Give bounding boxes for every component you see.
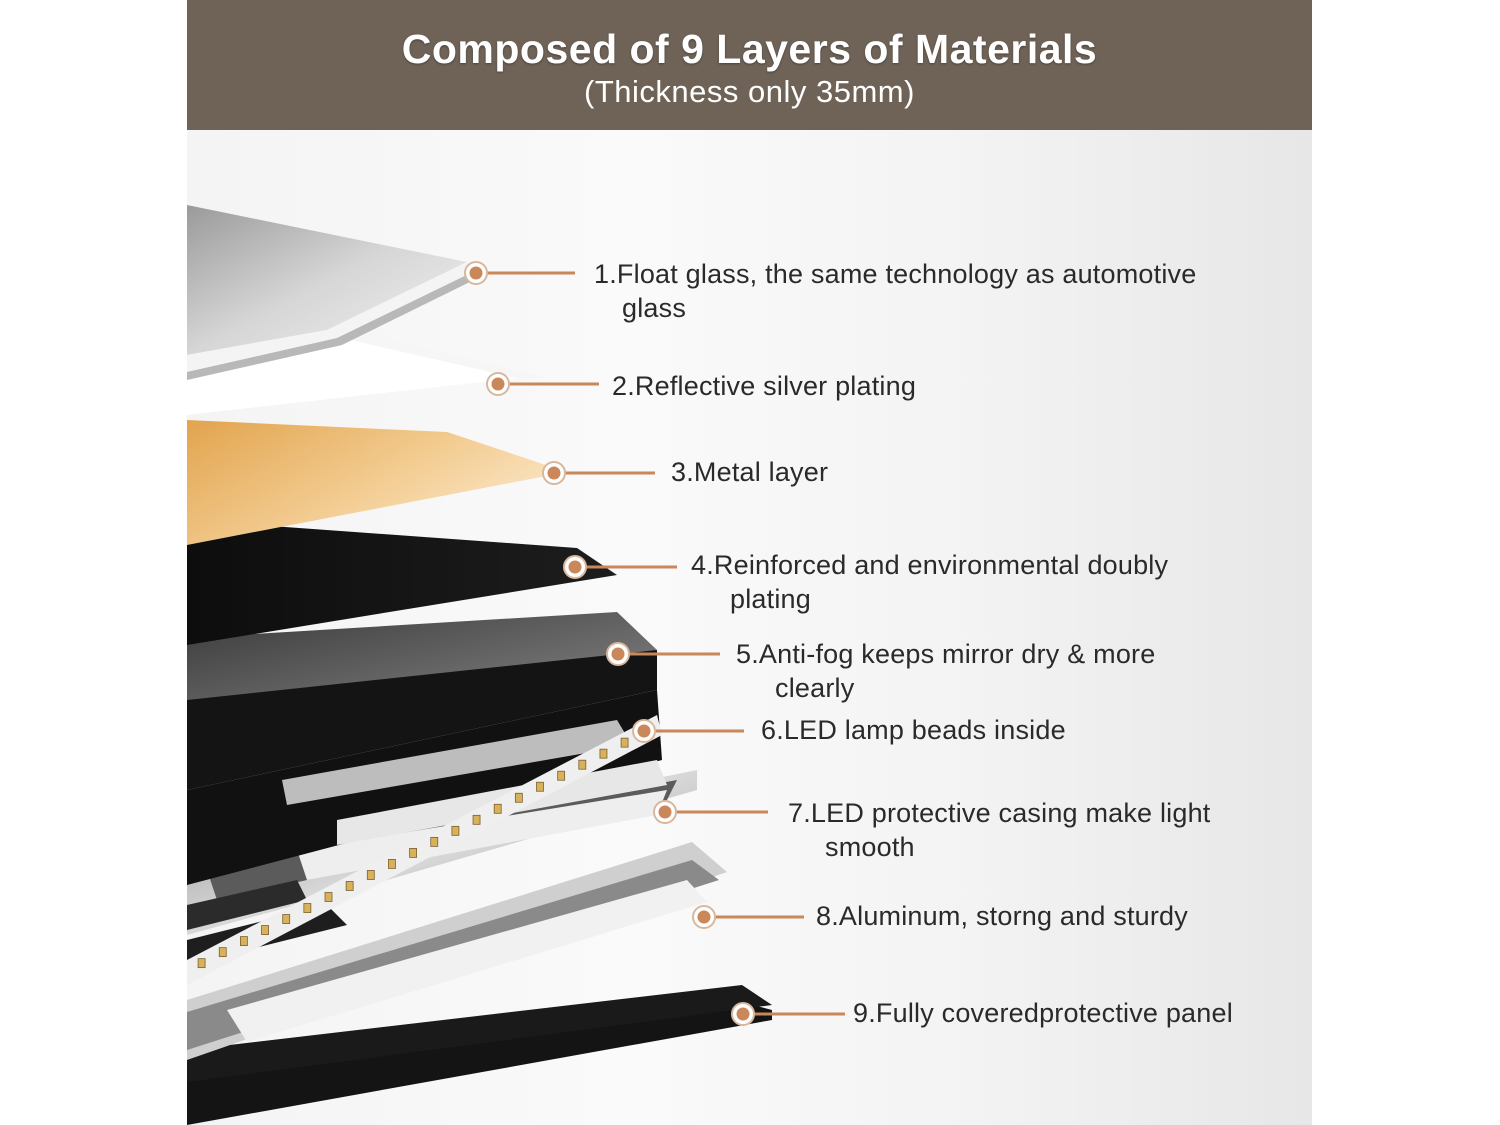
led-bead (514, 792, 523, 803)
led-bead (599, 748, 608, 759)
layer-4-shape (187, 520, 617, 645)
led-bead (345, 881, 354, 891)
led-bead (324, 892, 333, 902)
led-bead (536, 781, 544, 792)
layer-label-1: 1.Float glass, the same technology as au… (594, 259, 1197, 323)
leader-dot-2 (491, 377, 505, 391)
led-bead (472, 814, 481, 825)
led-bead (366, 870, 375, 880)
layer-label-8: 8.Aluminum, storng and sturdy (816, 901, 1188, 931)
led-bead (388, 859, 396, 869)
led-bead (578, 759, 587, 770)
led-bead (282, 914, 291, 924)
led-bead (493, 803, 502, 814)
layer-label-5: 5.Anti-fog keeps mirror dry & more clear… (736, 639, 1156, 703)
layer-3-shape (187, 420, 567, 545)
led-bead (218, 947, 227, 958)
leader-dot-3 (547, 466, 561, 480)
leader-dot-7 (658, 805, 672, 819)
leader-lines (464, 261, 845, 1026)
diagram-canvas: Composed of 9 Layers of Materials (Thick… (187, 0, 1312, 1125)
leader-dot-9 (736, 1007, 750, 1021)
leader-dot-6 (637, 724, 651, 738)
led-beads (197, 726, 650, 969)
page-title: Composed of 9 Layers of Materials (401, 26, 1098, 72)
led-bead (261, 925, 269, 935)
led-bead (620, 737, 629, 748)
led-bead (409, 848, 418, 858)
led-bead (197, 958, 206, 969)
leader-dot-1 (469, 266, 483, 280)
page-subtitle: (Thickness only 35mm) (584, 74, 915, 109)
leader-dot-5 (611, 647, 625, 661)
layer-label-9: 9.Fully coveredprotective panel (853, 998, 1233, 1028)
led-bead (240, 936, 248, 946)
header-bar: Composed of 9 Layers of Materials (Thick… (187, 0, 1312, 130)
layer-label-6: 6.LED lamp beads inside (761, 715, 1066, 745)
layer-label-2: 2.Reflective silver plating (612, 371, 917, 401)
layer-label-3: 3.Metal layer (671, 457, 829, 487)
led-bead (430, 836, 439, 847)
leader-dot-4 (568, 560, 582, 574)
led-bead (451, 825, 460, 836)
layer-label-4: 4.Reinforced and environmental doubly pl… (691, 550, 1169, 614)
layer-9-shape (187, 1002, 772, 1125)
leader-dot-8 (697, 910, 711, 924)
led-bead (557, 770, 566, 781)
layer-1-shape (187, 205, 467, 355)
layers-illustration (187, 205, 845, 1125)
layer-label-7: 7.LED protective casing make light smoot… (788, 798, 1211, 862)
led-bead (303, 903, 312, 913)
